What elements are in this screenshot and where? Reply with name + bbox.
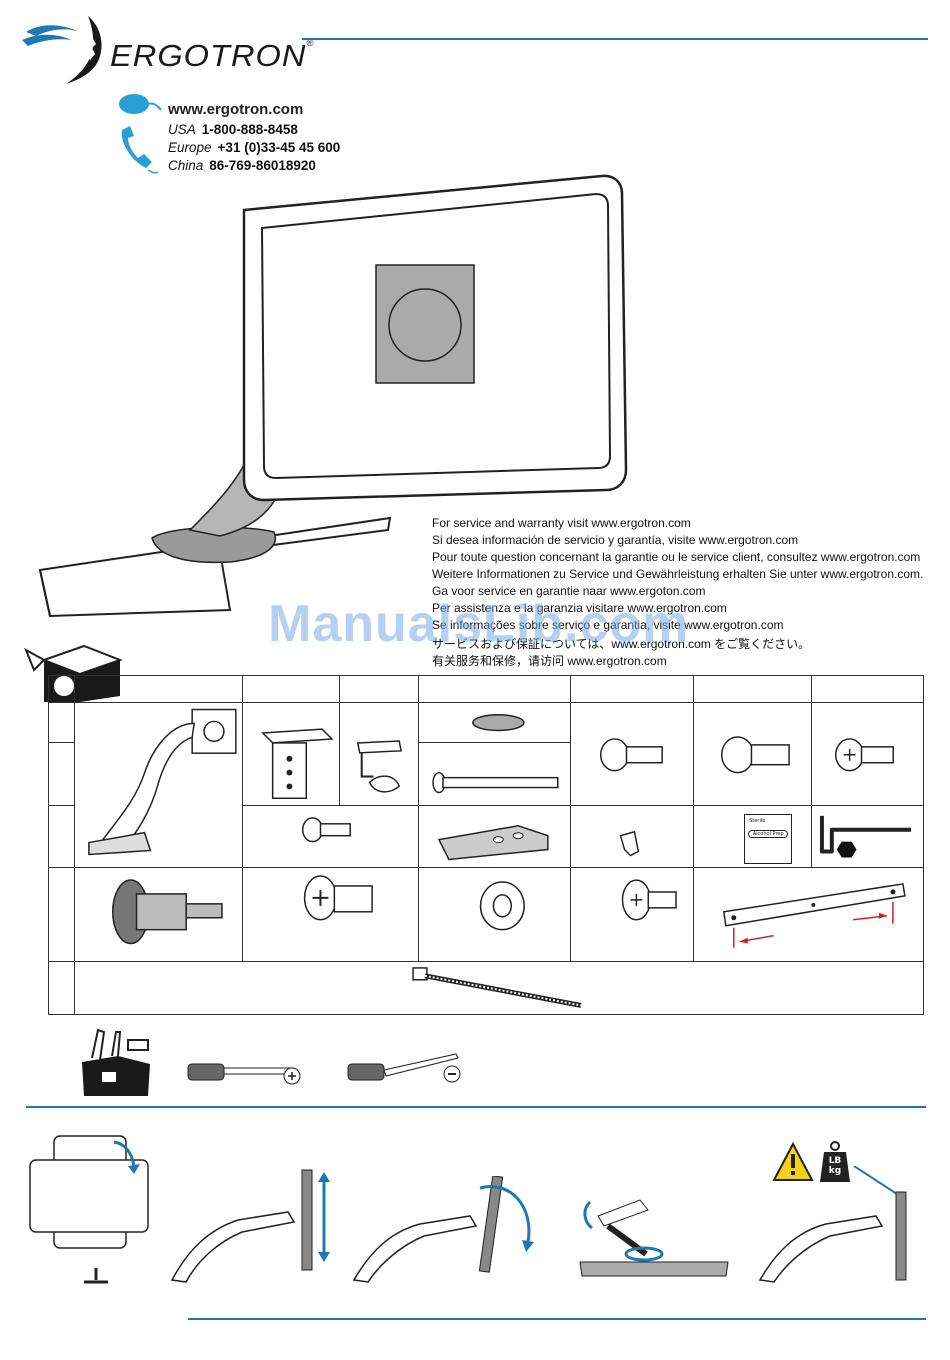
part-screw-c-cell bbox=[811, 702, 924, 806]
monitor-arm-illustration bbox=[38, 174, 628, 618]
flathead-screwdriver-icon bbox=[347, 1053, 461, 1083]
footer-rule bbox=[188, 1318, 926, 1320]
rotation-step-icon bbox=[29, 1135, 149, 1284]
warning-icon bbox=[772, 1142, 814, 1181]
height-adjust-step-icon bbox=[170, 1169, 330, 1283]
part-arm-cell bbox=[73, 702, 243, 869]
mouse-icon bbox=[119, 94, 162, 114]
part-screw-b-cell bbox=[693, 702, 813, 806]
website-link[interactable]: www.ergotron.com bbox=[168, 101, 304, 118]
cable-tie-icon bbox=[412, 966, 582, 1008]
row-label-cell bbox=[48, 702, 75, 744]
table-header-cell bbox=[811, 674, 924, 704]
service-line-ja: サービスおよび保証については、www.ergotron.com をご覧ください。 bbox=[432, 637, 811, 651]
part-bolt-cell bbox=[417, 742, 572, 806]
service-line-nl: Ga voor service en garantie naar www.erg… bbox=[432, 584, 706, 598]
table-header-cell bbox=[570, 674, 695, 704]
desk-bracket-icon bbox=[260, 728, 334, 800]
tension-knob-icon bbox=[111, 879, 223, 945]
header-rule bbox=[302, 38, 928, 40]
part-knob-cell bbox=[73, 867, 243, 962]
part-alcohol-pad-cell: Sterile Alcohol Prep bbox=[693, 804, 813, 869]
part-clip-cell bbox=[570, 804, 695, 869]
monitor-arm-part-icon bbox=[88, 708, 237, 856]
part-cable-tie-cell bbox=[73, 960, 925, 1016]
part-screw-a-cell bbox=[570, 702, 695, 806]
phillips-screwdriver-icon bbox=[187, 1063, 301, 1085]
mounting-rail-icon bbox=[723, 883, 906, 948]
swivel-step-icon bbox=[579, 1199, 729, 1277]
part-screw-f-cell bbox=[570, 867, 695, 962]
base-plate-icon bbox=[437, 824, 549, 860]
service-line-fr: Pour toute question concernant la garant… bbox=[432, 550, 921, 564]
weight-capacity-step-icon bbox=[758, 1166, 907, 1283]
row-label-cell bbox=[48, 804, 75, 869]
part-screw-d-cell bbox=[241, 804, 419, 869]
table-header-cell bbox=[241, 674, 340, 704]
table-header-cell bbox=[73, 674, 243, 704]
row-label-cell bbox=[48, 742, 75, 806]
tilt-step-icon bbox=[352, 1176, 534, 1283]
part-hex-key-cell bbox=[811, 804, 924, 869]
part-screw-e-cell bbox=[241, 867, 419, 962]
part-pad-cell bbox=[417, 702, 572, 744]
hex-screw-icon bbox=[721, 736, 791, 774]
section-divider bbox=[26, 1106, 926, 1108]
service-line-en: For service and warranty visit www.ergot… bbox=[432, 516, 691, 530]
part-rail-cell bbox=[693, 867, 924, 962]
row-label-cell bbox=[48, 960, 75, 1016]
table-header-cell bbox=[338, 674, 419, 704]
part-plate-cell bbox=[417, 804, 572, 869]
service-line-de: Weitere Informationen zu Service und Gew… bbox=[432, 567, 924, 581]
phone-icon bbox=[121, 126, 159, 174]
phillips-screw-icon bbox=[301, 816, 351, 843]
service-line-it: Per assistenza e la garanzia visitare ww… bbox=[432, 601, 727, 615]
part-clamp-cell bbox=[338, 702, 419, 806]
table-header-cell bbox=[693, 674, 813, 704]
phillips-screw-icon bbox=[622, 879, 678, 921]
long-bolt-icon bbox=[431, 772, 559, 794]
cable-clip-icon bbox=[619, 830, 640, 857]
phillips-screw-icon bbox=[835, 738, 895, 772]
part-bracket-cell bbox=[241, 702, 340, 806]
weight-icon bbox=[820, 1141, 850, 1182]
hex-screw-icon bbox=[600, 738, 664, 772]
phone-europe: Europe+31 (0)33-45 45 600 bbox=[168, 140, 341, 155]
alcohol-prep-pad: Sterile Alcohol Prep bbox=[744, 813, 793, 864]
phillips-screw-icon bbox=[303, 875, 373, 921]
toolbox-icon bbox=[82, 1028, 150, 1096]
table-header-cell bbox=[417, 674, 572, 704]
service-line-zh: 有关服务和保修，请访问 www.ergotron.com bbox=[432, 654, 667, 668]
hex-key-icon bbox=[820, 815, 912, 858]
rubber-pad-icon bbox=[471, 714, 525, 732]
table-header-cell bbox=[48, 674, 75, 704]
service-line-es: Si desea información de servicio y garan… bbox=[432, 533, 799, 547]
washer-icon bbox=[479, 881, 525, 931]
desk-clamp-icon bbox=[356, 740, 402, 793]
ergotron-logo-icon bbox=[22, 16, 102, 84]
brand-name: ERGOTRON® bbox=[110, 38, 315, 73]
service-line-pt: Se informações sobre serviço e garantia,… bbox=[432, 618, 784, 632]
part-washer-cell bbox=[417, 867, 572, 962]
parts-table: Sterile Alcohol Prep bbox=[48, 674, 925, 1016]
row-label-cell bbox=[48, 867, 75, 962]
watermark: ManualsLib.com bbox=[268, 595, 690, 653]
